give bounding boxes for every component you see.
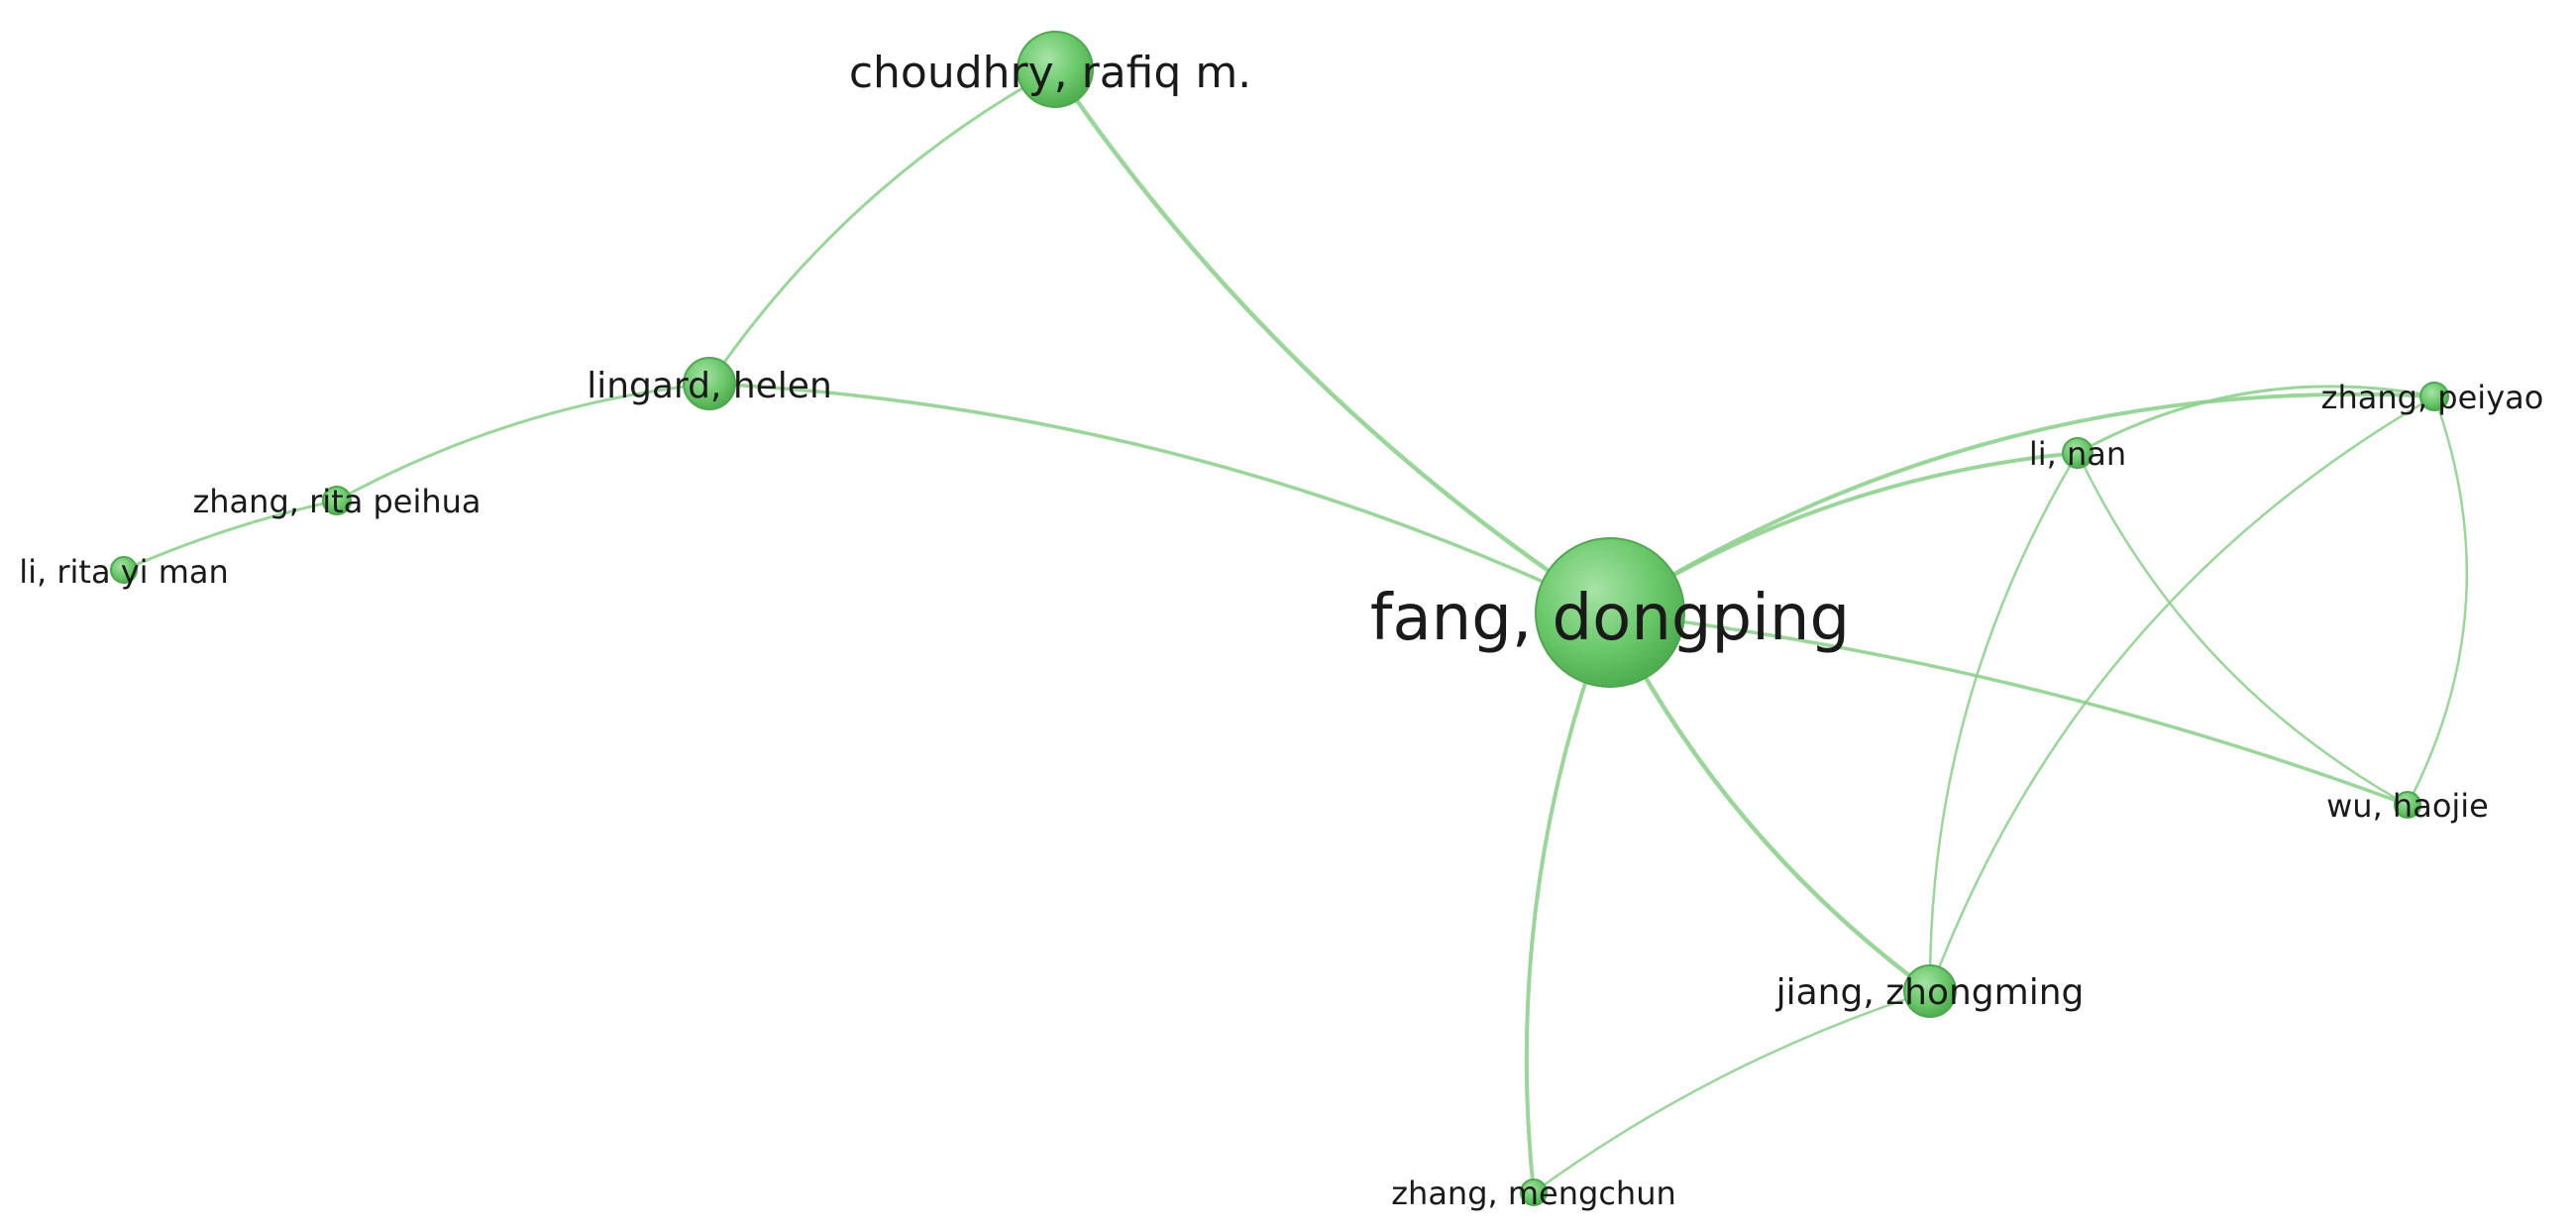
edge-choudhry-lingard (707, 67, 1057, 386)
node-li_nan[interactable] (2062, 437, 2093, 469)
edge-lingard-fang (707, 382, 1612, 615)
node-fang[interactable] (1535, 537, 1685, 688)
node-li_nan-label: li, nan (2029, 435, 2126, 473)
node-lingard[interactable] (683, 357, 736, 410)
node-zhang_mc-label: zhang, mengchun (1391, 1175, 1676, 1212)
edge-zhang_py-wu (2406, 394, 2469, 807)
labels-layer: fang, dongping choudhry, rafiq m. lingard,… (19, 48, 2543, 1212)
node-jiang-circle[interactable] (1903, 964, 1957, 1018)
node-fang-circle[interactable] (1535, 537, 1685, 688)
edge-li_nan-jiang (1928, 451, 2080, 993)
edge-li_nan-zhang_py (2076, 385, 2436, 455)
edge-fang-zhang_py (1608, 392, 2436, 615)
edges-layer (122, 66, 2469, 1194)
node-fang-label: fang, dongping (1370, 582, 1850, 655)
node-zhang_mc[interactable] (1520, 1178, 1548, 1206)
node-wu-circle[interactable] (2394, 791, 2421, 819)
node-jiang-label: jiang, zhongming (1775, 972, 2085, 1013)
edge-zhang_py-jiang (1928, 394, 2436, 993)
edge-lingard-zhang_rp (335, 382, 711, 503)
edge-fang-wu (1608, 611, 2410, 807)
node-wu[interactable] (2394, 791, 2421, 819)
node-zhang_rp-label: zhang, rita peihua (192, 483, 481, 520)
nodes-layer (110, 31, 2449, 1206)
node-zhang_rp[interactable] (322, 486, 352, 515)
edge-li_nan-wu (2076, 451, 2410, 807)
node-li_nan-circle[interactable] (2062, 437, 2093, 469)
node-zhang_rp-circle[interactable] (322, 486, 352, 515)
node-li_rym-label: li, rita yi man (19, 553, 229, 591)
node-zhang_py-circle[interactable] (2419, 382, 2449, 411)
edge-choudhry-fang (1052, 66, 1613, 616)
node-choudhry[interactable] (1017, 31, 1094, 108)
edge-fang-zhang_mc (1524, 611, 1612, 1194)
node-lingard-label: lingard, helen (587, 366, 832, 406)
edge-zhang_rp-li_rym (122, 499, 339, 572)
edge-jiang-zhang_mc (1532, 989, 1932, 1194)
node-zhang_py-label: zhang, peiyao (2321, 379, 2544, 416)
node-zhang_mc-circle[interactable] (1520, 1178, 1548, 1206)
node-wu-label: wu, haojie (2326, 787, 2489, 825)
node-lingard-circle[interactable] (683, 357, 736, 410)
node-li_rym-circle[interactable] (110, 556, 138, 584)
node-choudhry-label: choudhry, rafiq m. (849, 48, 1251, 98)
node-choudhry-circle[interactable] (1017, 31, 1094, 108)
node-li_rym[interactable] (110, 556, 138, 584)
node-jiang[interactable] (1903, 964, 1957, 1018)
node-zhang_py[interactable] (2419, 382, 2449, 411)
